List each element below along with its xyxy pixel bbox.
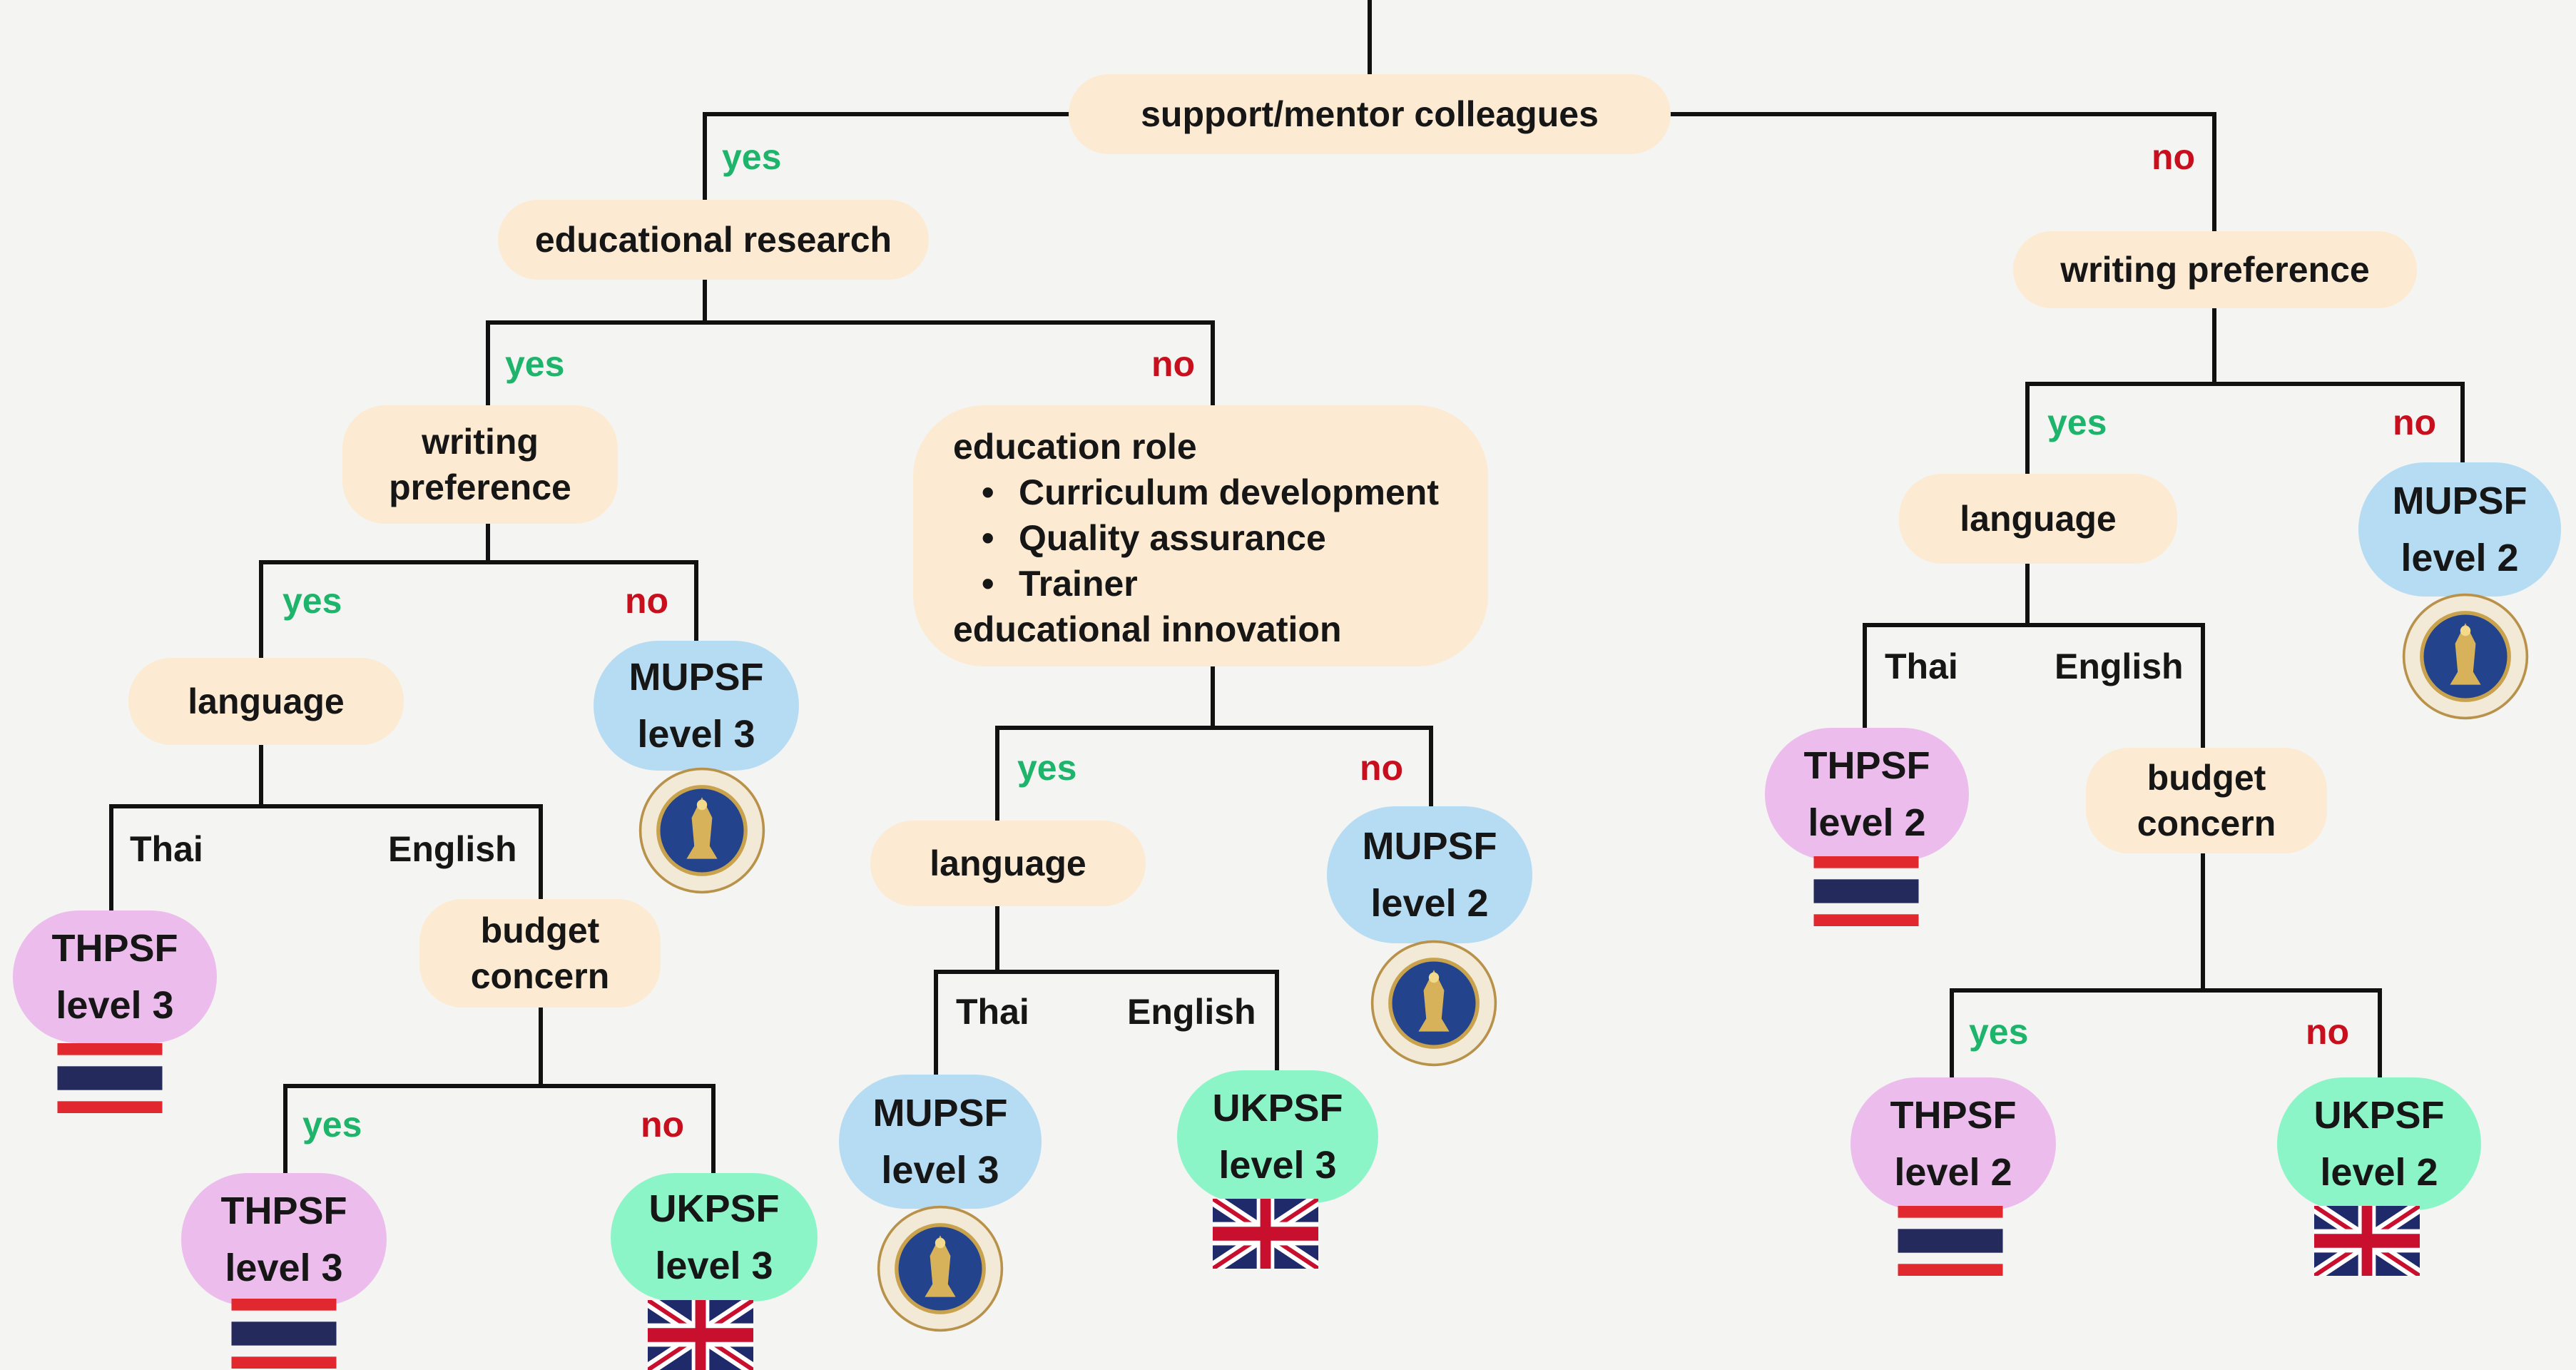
education-role-list: Curriculum development Quality assurance…	[953, 470, 1488, 607]
outcome-level: level 3	[637, 713, 755, 756]
outcome-framework: UKPSF	[1212, 1087, 1343, 1130]
outcome-framework: MUPSF	[2392, 480, 2527, 522]
node-writing-preference-left: writing preference	[342, 405, 618, 524]
mahidol-university-seal-icon	[638, 767, 765, 894]
outcome-thpsf-level-3: THPSF level 3	[181, 1173, 387, 1306]
outcome-level: level 3	[881, 1149, 999, 1192]
education-role-title: education role	[953, 427, 1197, 467]
outcome-level: level 2	[2320, 1151, 2438, 1194]
branch-label-yes: yes	[2047, 402, 2107, 442]
branch-label-no: no	[2152, 137, 2196, 177]
thailand-flag-icon	[1813, 856, 1919, 926]
outcome-thpsf-level-2: THPSF level 2	[1765, 728, 1969, 861]
branch-label-yes: yes	[282, 581, 342, 621]
outcome-mupsf-level-3: MUPSF level 3	[594, 641, 799, 771]
outcome-level: level 3	[655, 1244, 773, 1287]
uk-flag-icon	[1213, 1199, 1318, 1269]
mahidol-university-seal-icon	[1370, 940, 1497, 1067]
node-label: budget concern	[470, 910, 610, 996]
branch-label-no: no	[641, 1105, 685, 1145]
outcome-mupsf-level-2: MUPSF level 2	[2358, 462, 2561, 597]
mahidol-university-seal-icon	[877, 1205, 1004, 1332]
node-language-middle: language	[870, 821, 1146, 906]
node-label: support/mentor colleagues	[1141, 94, 1599, 134]
outcome-ukpsf-level-2: UKPSF level 2	[2277, 1077, 2481, 1210]
outcome-framework: MUPSF	[628, 656, 764, 699]
education-role-item: Curriculum development	[953, 470, 1488, 515]
outcome-ukpsf-level-3: UKPSF level 3	[1177, 1070, 1378, 1203]
branch-label-english: English	[388, 829, 517, 869]
branch-label-yes: yes	[1017, 748, 1077, 788]
node-educational-research: educational research	[498, 200, 929, 280]
branch-label-yes: yes	[1969, 1012, 2029, 1052]
node-label: language	[188, 681, 345, 721]
outcome-level: level 3	[225, 1247, 343, 1289]
uk-flag-icon	[648, 1300, 753, 1370]
branch-label-yes: yes	[505, 344, 565, 384]
branch-label-no: no	[1151, 344, 1196, 384]
node-language-right: language	[1899, 474, 2177, 564]
outcome-framework: THPSF	[1803, 744, 1930, 787]
node-label: budget concern	[2137, 758, 2276, 843]
outcome-level: level 3	[1218, 1144, 1337, 1187]
outcome-framework: THPSF	[1890, 1094, 2017, 1137]
education-role-item: Trainer	[953, 561, 1488, 607]
node-label: writing preference	[389, 422, 571, 507]
outcome-thpsf-level-3: THPSF level 3	[13, 910, 217, 1043]
branch-label-yes: yes	[722, 137, 782, 177]
branch-label-english: English	[1127, 992, 1256, 1032]
node-writing-preference-right: writing preference	[2013, 231, 2417, 308]
node-language-left: language	[128, 658, 404, 745]
outcome-framework: MUPSF	[872, 1092, 1008, 1135]
branch-label-no: no	[2306, 1012, 2350, 1052]
outcome-ukpsf-level-3: UKPSF level 3	[611, 1173, 818, 1302]
node-label: writing preference	[2060, 250, 2370, 290]
outcome-framework: UKPSF	[648, 1187, 780, 1230]
outcome-level: level 2	[2401, 537, 2519, 579]
branch-label-no: no	[625, 581, 669, 621]
branch-label-thai: Thai	[956, 992, 1029, 1032]
mahidol-university-seal-icon	[2402, 593, 2529, 720]
branch-label-thai: Thai	[130, 829, 203, 869]
outcome-framework: MUPSF	[1362, 825, 1497, 868]
node-budget-concern-left: budget concern	[419, 899, 661, 1008]
branch-label-yes: yes	[302, 1105, 362, 1145]
branch-label-no: no	[2393, 402, 2437, 442]
education-role-footer: educational innovation	[953, 609, 1342, 649]
outcome-framework: THPSF	[220, 1189, 347, 1232]
branch-label-no: no	[1360, 748, 1404, 788]
node-label: language	[930, 843, 1086, 883]
branch-label-thai: Thai	[1885, 646, 1958, 686]
uk-flag-icon	[2314, 1206, 2420, 1276]
outcome-mupsf-level-2: MUPSF level 2	[1327, 806, 1532, 943]
outcome-level: level 2	[1894, 1151, 2012, 1194]
outcome-framework: UKPSF	[2313, 1094, 2445, 1137]
branch-label-english: English	[2055, 646, 2184, 686]
outcome-level: level 2	[1808, 801, 1926, 844]
outcome-level: level 3	[56, 984, 174, 1027]
outcome-thpsf-level-2: THPSF level 2	[1850, 1077, 2056, 1210]
node-support-mentor-colleagues: support/mentor colleagues	[1069, 74, 1671, 154]
outcome-level: level 2	[1370, 882, 1489, 925]
outcome-mupsf-level-3: MUPSF level 3	[839, 1075, 1042, 1209]
node-label: language	[1960, 499, 2117, 539]
node-label: educational research	[534, 220, 892, 260]
node-education-role: education role Curriculum development Qu…	[913, 405, 1488, 666]
thailand-flag-icon	[231, 1299, 337, 1369]
node-budget-concern-right: budget concern	[2086, 748, 2327, 853]
thailand-flag-icon	[1898, 1206, 2003, 1276]
education-role-item: Quality assurance	[953, 515, 1488, 561]
outcome-framework: THPSF	[51, 927, 178, 970]
thailand-flag-icon	[57, 1043, 163, 1113]
